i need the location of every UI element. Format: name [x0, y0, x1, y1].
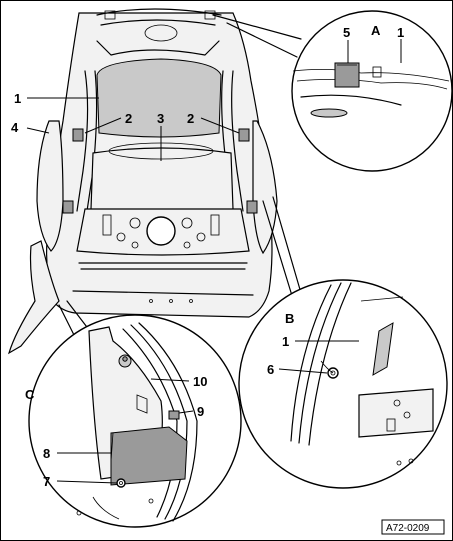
callout-labels: A B C 1 2 3 2 4 5 1 1 6 10 9 8 7 [11, 23, 404, 489]
seat-backrest-frame [7, 8, 278, 355]
detail-label-a: A [371, 23, 381, 38]
callout-6-detail-b: 6 [267, 362, 274, 377]
reference-code-box: A72-0209 [381, 519, 445, 535]
detail-b-view [238, 196, 448, 489]
callout-5-detail-a: 5 [343, 25, 350, 40]
detail-label-c: C [25, 387, 35, 402]
callout-1-detail-a: 1 [397, 25, 404, 40]
callout-1-detail-b: 1 [282, 334, 289, 349]
detail-c-view [28, 300, 242, 528]
reference-code: A72-0209 [386, 523, 430, 534]
callout-2-main-right: 2 [187, 111, 194, 126]
callout-10-detail-c: 10 [193, 374, 207, 389]
callout-9-detail-c: 9 [197, 404, 204, 419]
detail-label-b: B [285, 311, 294, 326]
callout-1-main: 1 [14, 91, 21, 106]
detail-a-view [212, 10, 452, 172]
callout-8-detail-c: 8 [43, 446, 50, 461]
callout-3-main: 3 [157, 111, 164, 126]
callout-7-detail-c: 7 [43, 474, 50, 489]
callout-2-main-left: 2 [125, 111, 132, 126]
callout-4-main: 4 [11, 120, 19, 135]
leader-lines [26, 39, 402, 484]
